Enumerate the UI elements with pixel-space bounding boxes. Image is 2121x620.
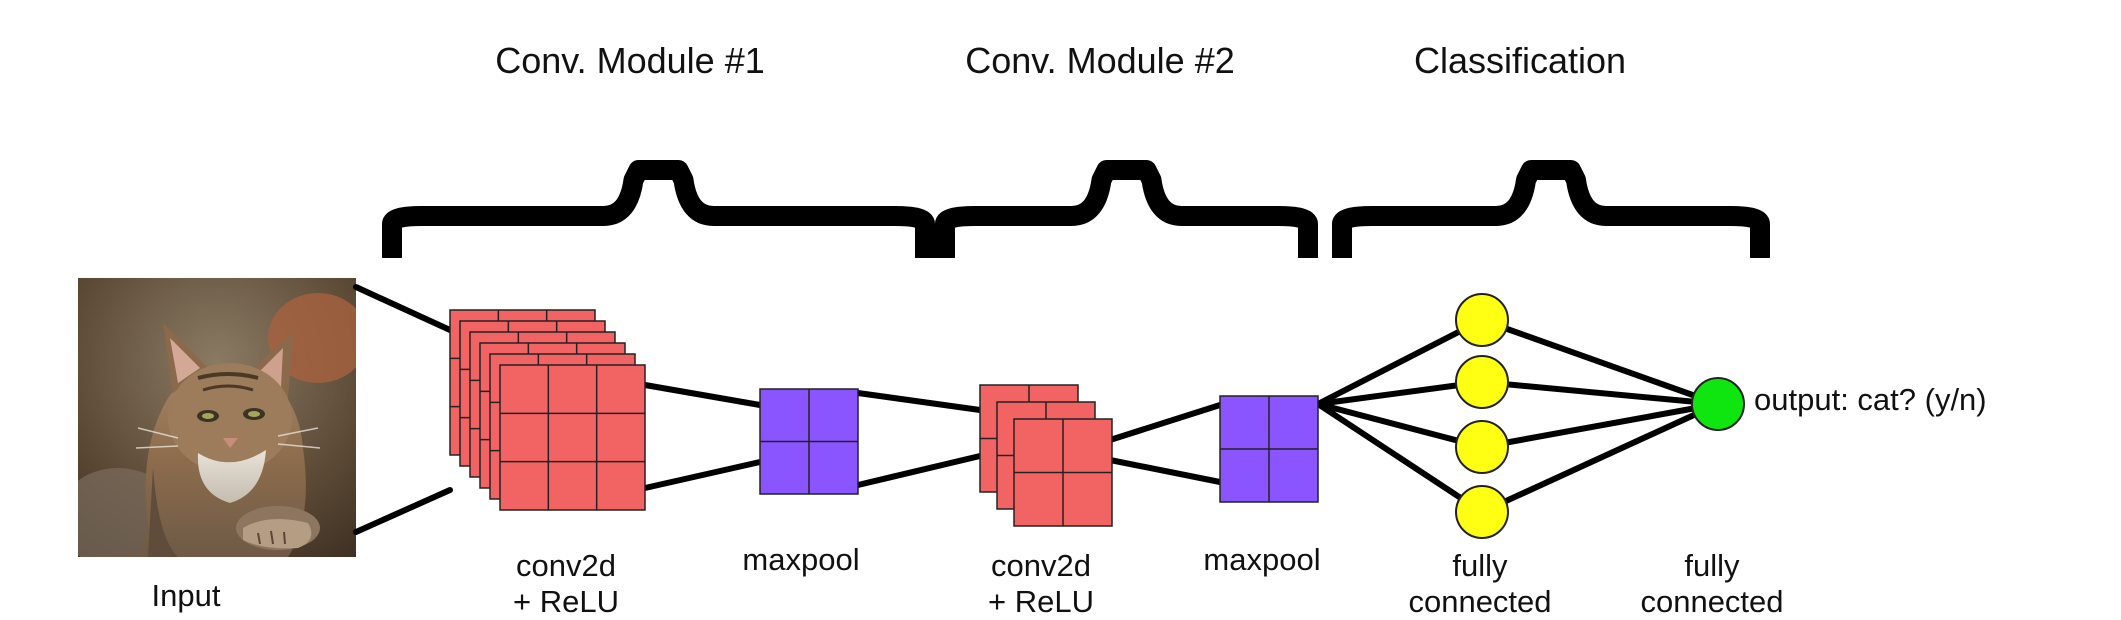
input-label: Input — [151, 578, 221, 613]
module-title-conv1: Conv. Module #1 — [495, 40, 765, 81]
conv1-feature-map-6 — [499, 364, 646, 511]
fc-hidden-node-1 — [1455, 293, 1509, 347]
fc1-label-line2: connected — [1408, 584, 1552, 619]
connection-pool1-conv2-top — [855, 390, 983, 413]
connection-pool2-fc-4 — [1315, 401, 1485, 515]
fc-output-node — [1691, 377, 1745, 431]
connection-fc-1-output — [1479, 317, 1721, 407]
connection-pool2-fc-1 — [1315, 317, 1485, 407]
fc-hidden-node-4 — [1455, 485, 1509, 539]
input-cat-image — [78, 278, 356, 557]
module-title-conv2: Conv. Module #2 — [965, 40, 1235, 81]
connection-conv2-pool2-top — [1107, 402, 1223, 443]
connection-fc-4-output — [1479, 401, 1721, 515]
conv1-label-line1: conv2d — [516, 548, 616, 583]
fc1-label-line1: fully — [1452, 548, 1508, 583]
brace-conv-module-2 — [935, 160, 1318, 258]
brace-conv-module-1 — [382, 160, 935, 258]
connection-fc-2-output — [1479, 379, 1721, 407]
connection-conv1-pool1-bottom — [642, 459, 763, 491]
conv2-label-line1: conv2d — [991, 548, 1091, 583]
fc2-label-line2: connected — [1640, 584, 1784, 619]
fc-hidden-node-2 — [1455, 355, 1509, 409]
connection-pool1-conv2-bottom — [855, 453, 983, 488]
connection-pool2-fc-2 — [1315, 379, 1485, 407]
connection-input-conv1-top — [353, 284, 453, 333]
cat-photo-icon — [78, 278, 356, 557]
pool2-label: maxpool — [1203, 542, 1321, 577]
fc2-label-line1: fully — [1684, 548, 1740, 583]
pool1-label: maxpool — [742, 542, 860, 577]
connection-pool2-fc-3 — [1315, 401, 1485, 450]
conv2-label-line2: + ReLU — [988, 584, 1094, 619]
output-label: output: cat? (y/n) — [1754, 382, 1987, 417]
conv1-label-line2: + ReLU — [513, 584, 619, 619]
connection-conv2-pool2-bottom — [1107, 457, 1223, 485]
fc-hidden-node-3 — [1455, 420, 1509, 474]
connection-conv1-pool1-top — [642, 382, 763, 408]
connection-fc-3-output — [1479, 401, 1721, 450]
brace-classification — [1332, 160, 1770, 258]
connection-input-conv1-bottom — [353, 487, 453, 535]
module-title-classification: Classification — [1413, 40, 1627, 81]
